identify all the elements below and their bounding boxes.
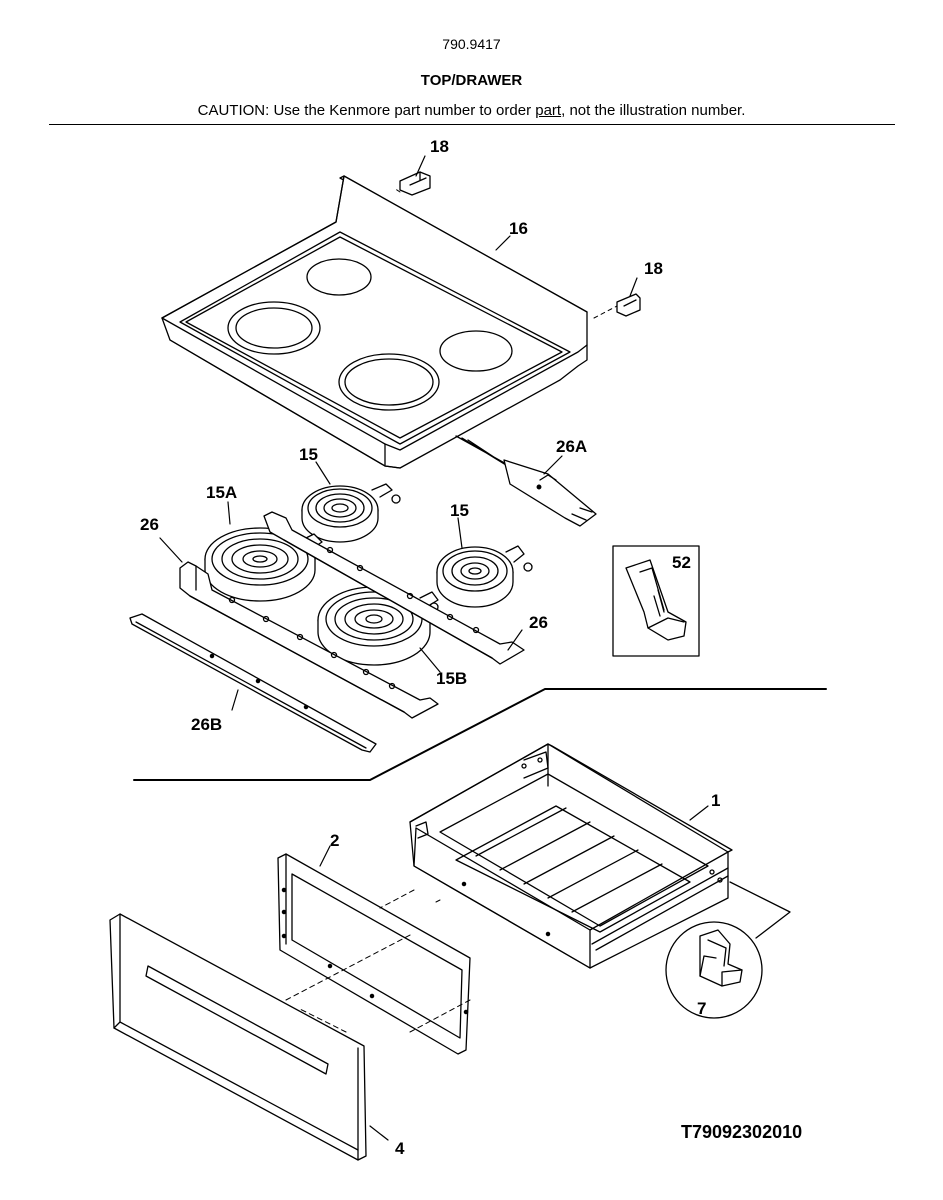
leader-lines [159, 155, 709, 1141]
support-bracket-part-26-left [179, 561, 439, 719]
callout-2: 2 [330, 831, 339, 850]
callout-18-left: 18 [430, 137, 449, 156]
callout-1: 1 [711, 791, 720, 810]
inset-part-7 [665, 881, 791, 1019]
drawer-panel-part-4 [109, 913, 367, 1161]
header-divider [49, 124, 895, 125]
cooktop-part-16 [161, 175, 588, 469]
model-number: 790.9417 [442, 36, 501, 52]
caution-link[interactable]: part [535, 102, 562, 119]
callout-16: 16 [509, 219, 528, 238]
callout-15-top: 15 [299, 445, 318, 464]
callout-26-left: 26 [140, 515, 159, 534]
section-separator [133, 688, 827, 781]
callout-26-right: 26 [529, 613, 548, 632]
harness-part-26a [455, 435, 597, 527]
bracket-part-18-left [399, 171, 431, 196]
callout-52: 52 [672, 553, 691, 572]
caution-note: CAUTION: Use the Kenmore part number to … [0, 102, 943, 119]
dashed-guides-top [393, 187, 618, 319]
dashed-guides-drawer [285, 889, 471, 1033]
caution-prefix: CAUTION: Use the Kenmore part number to … [197, 102, 536, 119]
callout-7: 7 [697, 999, 706, 1018]
callout-26b: 26B [191, 715, 222, 734]
callout-18-right: 18 [644, 259, 663, 278]
support-bracket-part-26-right [263, 511, 525, 665]
bracket-part-18-right [616, 293, 641, 317]
callout-4: 4 [395, 1139, 405, 1158]
burner-part-15-top [301, 483, 401, 543]
callout-15b: 15B [436, 669, 467, 688]
burner-part-15-right [436, 545, 533, 608]
inset-part-52 [612, 545, 700, 657]
burner-part-15a [204, 527, 323, 602]
diagram-code: T79092302010 [681, 1122, 803, 1142]
trim-strip-part-26b [129, 613, 377, 753]
callout-15-right: 15 [450, 501, 469, 520]
callout-15a: 15A [206, 483, 237, 502]
drawer-body-part-1 [409, 743, 733, 969]
caution-suffix: , not the illustration number. [561, 102, 746, 119]
callout-26a: 26A [556, 437, 587, 456]
page-title: TOP/DRAWER [420, 72, 523, 89]
